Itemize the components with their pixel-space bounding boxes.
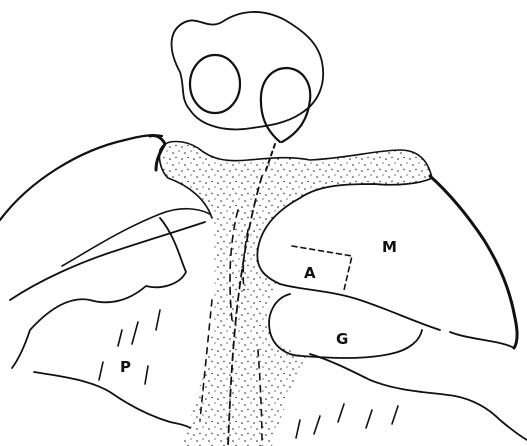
label-p: P xyxy=(120,358,131,376)
region-g: G xyxy=(269,294,422,358)
label-m: M xyxy=(382,238,397,256)
region-p: P xyxy=(120,358,131,376)
label-g: G xyxy=(336,330,348,348)
opening-right xyxy=(261,68,310,142)
lower-right-surface xyxy=(310,354,527,440)
region-a: A xyxy=(292,246,352,290)
opening-left xyxy=(190,55,240,113)
label-a: A xyxy=(304,264,316,282)
right-wall xyxy=(430,176,517,348)
stippled-body xyxy=(159,142,432,446)
